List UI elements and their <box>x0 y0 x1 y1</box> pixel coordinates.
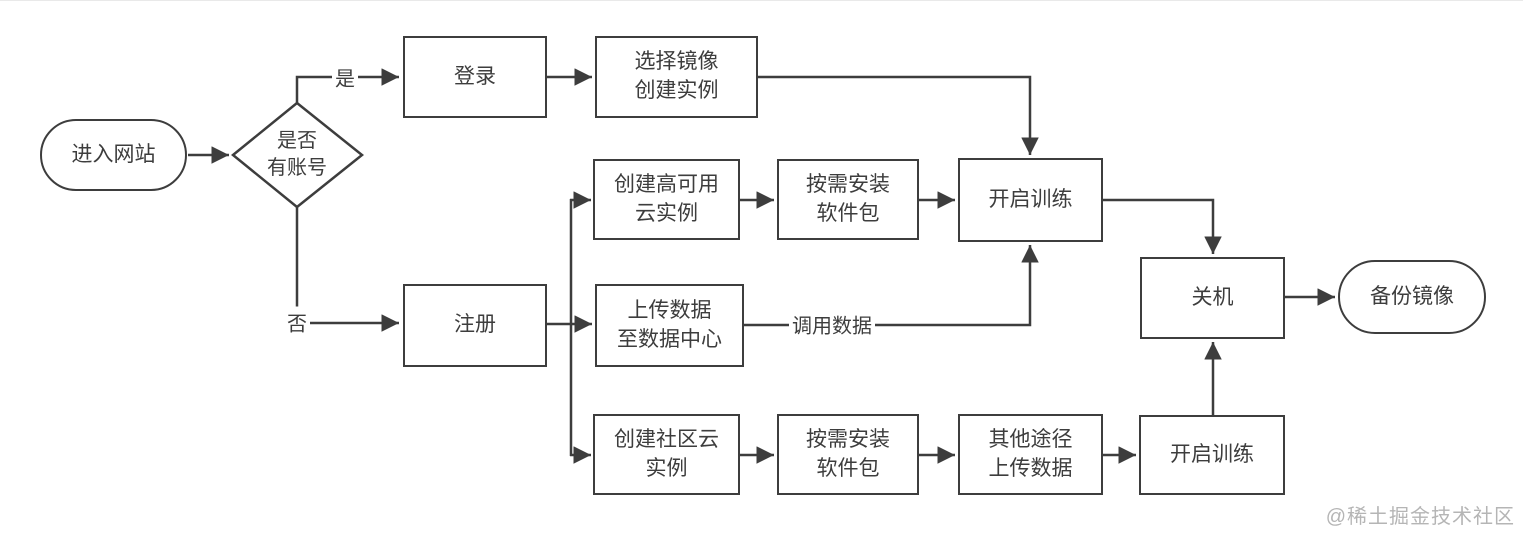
node-install-packages-bottom: 按需安装 软件包 <box>777 414 919 495</box>
connector-select-image-to-training <box>758 75 1039 155</box>
decision-diamond-shape <box>231 101 365 209</box>
node-upload-data-to-datacenter: 上传数据 至数据中心 <box>595 284 744 367</box>
node-select-image-create-instance: 选择镜像 创建实例 <box>595 36 758 118</box>
node-start-training-top: 开启训练 <box>958 158 1103 242</box>
connector-yes-to-login <box>295 68 399 103</box>
watermark: @稀土掘金技术社区 <box>1325 506 1515 528</box>
node-has-account-decision: 是否 有账号 <box>267 130 327 179</box>
node-other-channel-upload-data: 其他途径 上传数据 <box>958 414 1103 495</box>
node-shutdown: 关机 <box>1140 257 1285 339</box>
node-register: 注册 <box>403 284 547 367</box>
connector-call-data-to-training <box>744 245 1039 327</box>
node-create-ha-cloud-instance: 创建高可用 云实例 <box>593 159 740 240</box>
node-start-training-bottom: 开启训练 <box>1139 415 1285 495</box>
node-create-community-cloud-instance: 创建社区云 实例 <box>593 414 740 495</box>
connector-training-to-shutdown <box>1103 198 1222 254</box>
top-divider-line <box>0 0 1523 1</box>
edge-label-yes: 是 <box>332 61 358 93</box>
node-login: 登录 <box>403 36 547 118</box>
connector-no-to-register <box>295 207 399 332</box>
node-enter-site: 进入网站 <box>40 119 187 191</box>
node-backup-image: 备份镜像 <box>1338 260 1486 334</box>
node-install-packages-top: 按需安装 软件包 <box>777 159 919 240</box>
edge-label-no: 否 <box>284 306 310 338</box>
edge-label-call-data: 调用数据 <box>789 308 875 340</box>
